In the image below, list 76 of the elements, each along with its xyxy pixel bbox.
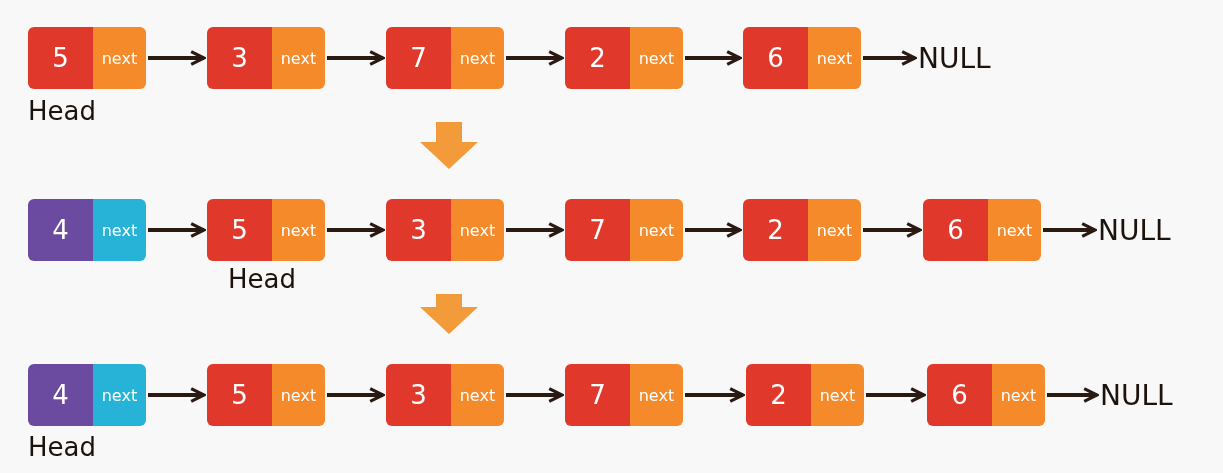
next-pointer-field: next bbox=[450, 364, 504, 426]
node-value: 6 bbox=[743, 27, 808, 89]
list-node bbox=[386, 27, 504, 89]
list-node bbox=[743, 199, 861, 261]
arrow bbox=[148, 222, 206, 238]
node-value: 3 bbox=[386, 199, 451, 261]
arrow bbox=[148, 387, 206, 403]
list-node bbox=[923, 199, 1041, 261]
next-pointer-field: next bbox=[271, 199, 325, 261]
list-node bbox=[565, 364, 683, 426]
next-pointer-field: next bbox=[271, 27, 325, 89]
node-value: 3 bbox=[386, 364, 451, 426]
arrow bbox=[148, 50, 206, 66]
list-node bbox=[565, 27, 683, 89]
next-pointer-field: next bbox=[92, 27, 146, 89]
node-value: 2 bbox=[746, 364, 811, 426]
node-value: 2 bbox=[743, 199, 808, 261]
list-node bbox=[743, 27, 861, 89]
next-pointer-field: next bbox=[450, 199, 504, 261]
next-pointer-field: next bbox=[450, 27, 504, 89]
next-pointer-field: next bbox=[629, 364, 683, 426]
node-value: 7 bbox=[386, 27, 451, 89]
next-pointer-field: next bbox=[271, 364, 325, 426]
arrow bbox=[685, 387, 745, 403]
list-node bbox=[386, 199, 504, 261]
next-pointer-field: next bbox=[807, 27, 861, 89]
arrow bbox=[327, 387, 385, 403]
arrow bbox=[506, 387, 564, 403]
node-value: 2 bbox=[565, 27, 630, 89]
next-pointer-field: next bbox=[987, 199, 1041, 261]
list-node bbox=[927, 364, 1045, 426]
arrow bbox=[506, 50, 564, 66]
null-label: NULL bbox=[918, 27, 991, 89]
list-node bbox=[28, 27, 146, 89]
node-value: 5 bbox=[28, 27, 93, 89]
next-pointer-field: next bbox=[807, 199, 861, 261]
node-value: 4 bbox=[28, 364, 93, 426]
node-value: 5 bbox=[207, 364, 272, 426]
list-node bbox=[565, 199, 683, 261]
list-node bbox=[28, 364, 146, 426]
next-pointer-field: next bbox=[991, 364, 1045, 426]
next-pointer-field: next bbox=[92, 199, 146, 261]
head-label: Head bbox=[28, 96, 96, 126]
head-label: Head bbox=[228, 264, 296, 294]
arrow bbox=[506, 222, 564, 238]
node-value: 3 bbox=[207, 27, 272, 89]
null-label: NULL bbox=[1100, 364, 1173, 426]
next-pointer-field: next bbox=[629, 27, 683, 89]
list-node bbox=[746, 364, 864, 426]
node-value: 6 bbox=[927, 364, 992, 426]
node-value: 6 bbox=[923, 199, 988, 261]
list-node bbox=[207, 364, 325, 426]
block-arrow bbox=[420, 294, 478, 334]
arrow bbox=[685, 50, 742, 66]
node-value: 7 bbox=[565, 199, 630, 261]
head-label: Head bbox=[28, 432, 96, 462]
list-node bbox=[207, 27, 325, 89]
next-pointer-field: next bbox=[629, 199, 683, 261]
arrow bbox=[327, 50, 385, 66]
arrow bbox=[327, 222, 385, 238]
next-pointer-field: next bbox=[810, 364, 864, 426]
arrow bbox=[866, 387, 926, 403]
arrow bbox=[863, 222, 922, 238]
arrow bbox=[1043, 222, 1097, 238]
list-node bbox=[28, 199, 146, 261]
list-node bbox=[207, 199, 325, 261]
next-pointer-field: next bbox=[92, 364, 146, 426]
node-value: 4 bbox=[28, 199, 93, 261]
node-value: 7 bbox=[565, 364, 630, 426]
arrow bbox=[1047, 387, 1099, 403]
null-label: NULL bbox=[1098, 199, 1171, 261]
block-arrow bbox=[420, 122, 478, 169]
list-node bbox=[386, 364, 504, 426]
arrow bbox=[863, 50, 917, 66]
arrow bbox=[685, 222, 742, 238]
node-value: 5 bbox=[207, 199, 272, 261]
